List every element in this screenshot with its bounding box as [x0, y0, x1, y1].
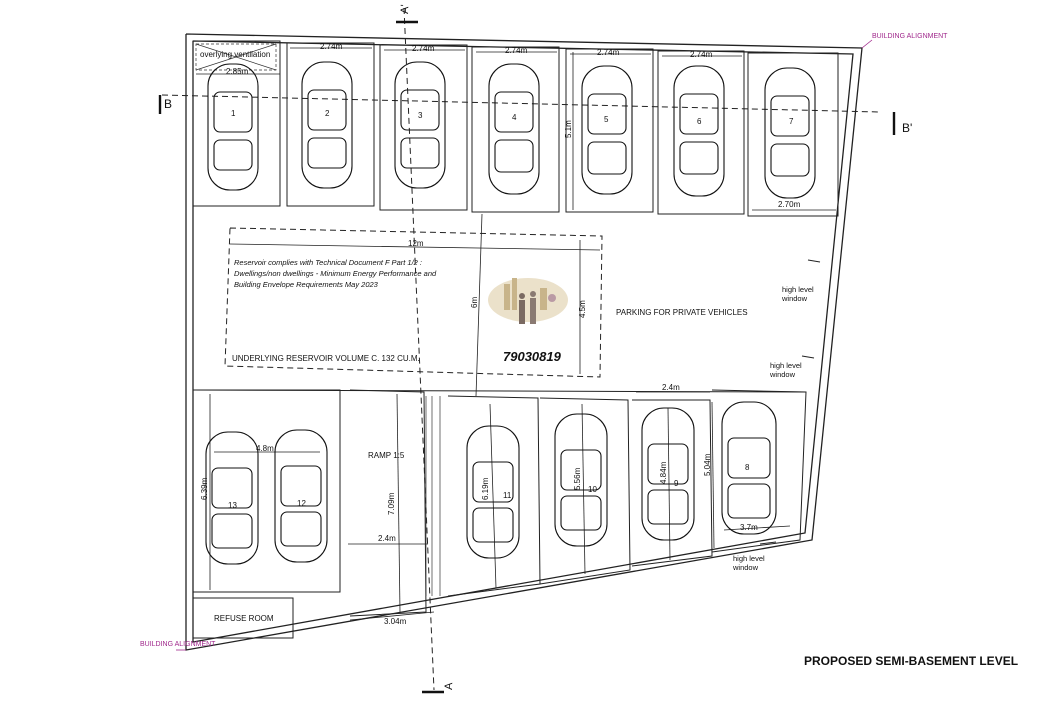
- dim-ramp-w: 2.4m: [378, 534, 396, 543]
- dimension-lines: [196, 47, 836, 621]
- overlying-ventilation-label: overlying ventilation: [200, 50, 270, 59]
- svg-text:high level: high level: [733, 554, 765, 563]
- stall-3: 3: [418, 111, 423, 120]
- svg-text:Dwellings/non dwellings - Mini: Dwellings/non dwellings - Minimum Energy…: [234, 269, 437, 278]
- stall-1: 1: [231, 109, 236, 118]
- car-9: [641, 407, 695, 541]
- car-5: [581, 65, 633, 195]
- dim-stall11-d: 6.19m: [481, 477, 490, 500]
- stall-11: 11: [503, 491, 512, 500]
- dim-top-4: 2.74m: [505, 46, 528, 55]
- car-11: [466, 425, 520, 559]
- high-level-window-3: high level window: [732, 554, 765, 572]
- svg-text:high level: high level: [770, 361, 802, 370]
- stall-9: 9: [674, 479, 679, 488]
- dim-ramp-bottom: 3.04m: [384, 617, 407, 626]
- marker-a-top: A': [399, 4, 411, 14]
- car-8: [721, 401, 777, 535]
- stall-4: 4: [512, 113, 517, 122]
- refuse-room-label: REFUSE ROOM: [214, 614, 274, 623]
- dim-ramp-len: 7.09m: [387, 492, 396, 515]
- dim-bottom-width: 2.4m: [662, 383, 680, 392]
- svg-text:window: window: [781, 294, 808, 303]
- dim-stall8-w: 3.7m: [740, 523, 758, 532]
- building-alignment-top: BUILDING ALIGNMENT: [872, 33, 948, 40]
- dim-aisle: 6m: [470, 297, 479, 308]
- dim-stall8-d: 5.04m: [703, 453, 712, 476]
- stall-13: 13: [228, 501, 237, 510]
- stall-2: 2: [325, 109, 330, 118]
- drawing-title: PROPOSED SEMI-BASEMENT LEVEL: [804, 654, 1018, 668]
- bottom-cars: [205, 401, 777, 565]
- dim-stall13-d: 6.39m: [200, 477, 209, 500]
- plan-number: 79030819: [503, 349, 562, 364]
- dim-top-depth: 5.1m: [564, 120, 573, 138]
- svg-text:window: window: [769, 370, 796, 379]
- dim-top-2: 2.74m: [320, 42, 343, 51]
- top-stalls: [192, 40, 839, 217]
- stall-7: 7: [789, 117, 794, 126]
- outer-walls: [176, 33, 873, 651]
- parking-label: PARKING FOR PRIVATE VEHICLES: [616, 308, 748, 317]
- car-1: [207, 63, 259, 191]
- car-10: [554, 413, 608, 547]
- ramp-label: RAMP 1:5: [368, 451, 405, 460]
- car-13: [205, 431, 259, 565]
- dim-stall13-w: 4.8m: [256, 444, 274, 453]
- bottom-stalls: [192, 259, 821, 639]
- reservoir-outline: [224, 227, 603, 378]
- stall-12: 12: [297, 499, 306, 508]
- dim-right-width: 2.70m: [778, 200, 801, 209]
- dim-stall9-d: 4.84m: [659, 461, 668, 484]
- marker-b-right: B': [902, 121, 912, 135]
- car-2: [301, 61, 353, 189]
- high-level-window-2: high level window: [769, 361, 802, 379]
- dim-top-3: 2.74m: [412, 44, 435, 53]
- section-line-a: [396, 7, 444, 694]
- stall-8: 8: [745, 463, 750, 472]
- car-4: [488, 63, 540, 195]
- marker-a-bottom: A: [443, 682, 455, 690]
- dim-reservoir-width: 12m: [408, 239, 424, 248]
- dim-reservoir-depth: 4.5m: [578, 300, 587, 318]
- car-7: [764, 67, 816, 199]
- building-alignment-bottom: BUILDING ALIGNMENT: [140, 641, 216, 648]
- car-6: [673, 65, 725, 197]
- top-cars: [207, 61, 816, 199]
- stall-6: 6: [697, 117, 702, 126]
- dim-top-1: 2.85m: [226, 67, 249, 76]
- svg-text:Building Envelope Requirements: Building Envelope Requirements May 2023: [234, 280, 379, 289]
- dim-top-6: 2.74m: [690, 50, 713, 59]
- svg-text:window: window: [732, 563, 759, 572]
- reservoir-volume-label: UNDERLYING RESERVOIR VOLUME C. 132 CU.M.: [232, 354, 420, 363]
- stall-10: 10: [588, 485, 597, 494]
- marker-b-left: B: [164, 97, 172, 111]
- car-3: [394, 61, 446, 189]
- dim-top-5: 2.74m: [597, 48, 620, 57]
- high-level-window-1: high level window: [781, 285, 814, 303]
- watermark-logo: [488, 278, 568, 324]
- dim-stall10-d: 5.56m: [573, 467, 582, 490]
- svg-text:Reservoir complies with Techni: Reservoir complies with Technical Docume…: [234, 258, 422, 267]
- svg-text:high level: high level: [782, 285, 814, 294]
- section-line-b: [158, 94, 896, 135]
- car-12: [274, 429, 328, 563]
- stall-5: 5: [604, 115, 609, 124]
- reservoir-note: Reservoir complies with Technical Docume…: [234, 258, 437, 289]
